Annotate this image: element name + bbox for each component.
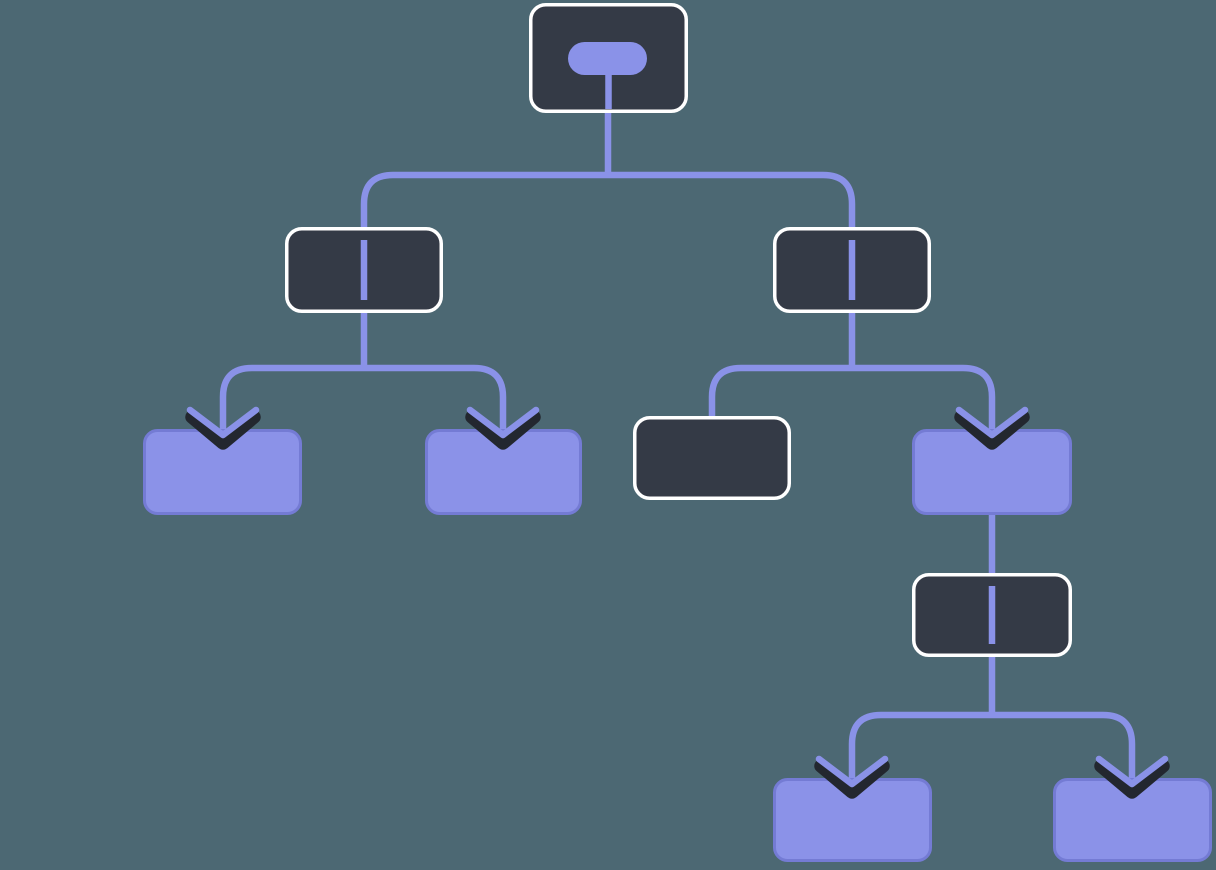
lower-split-branch-connector xyxy=(848,711,1136,784)
right-split-branch-connector xyxy=(708,364,996,435)
arrowhead-outline-icon xyxy=(465,410,541,450)
arrowhead-outline-icon xyxy=(954,410,1030,450)
arrowhead-chevron-icon xyxy=(186,406,260,439)
arrowhead-chevron-icon xyxy=(815,755,889,788)
root-split-branch-connector xyxy=(360,171,856,232)
leaf-purple-3-node[interactable] xyxy=(773,778,932,862)
arrowhead-chevron-icon xyxy=(466,406,540,439)
leaf-dark-node[interactable] xyxy=(633,416,791,500)
leaf-purple-1-node[interactable] xyxy=(143,429,302,515)
arrowhead-chevron-icon xyxy=(1095,755,1169,788)
arrowhead-outline-icon xyxy=(814,759,890,799)
leaf-purple-2-node[interactable] xyxy=(425,429,582,515)
arrowhead-chevron-icon xyxy=(955,406,1029,439)
mid-purple-node[interactable] xyxy=(912,429,1072,515)
arrowhead-outline-icon xyxy=(185,410,261,450)
arrowhead-outline-icon xyxy=(1094,759,1170,799)
root-pill xyxy=(568,42,647,75)
left-split-branch-connector xyxy=(219,364,507,435)
leaf-purple-4-node[interactable] xyxy=(1053,778,1212,862)
